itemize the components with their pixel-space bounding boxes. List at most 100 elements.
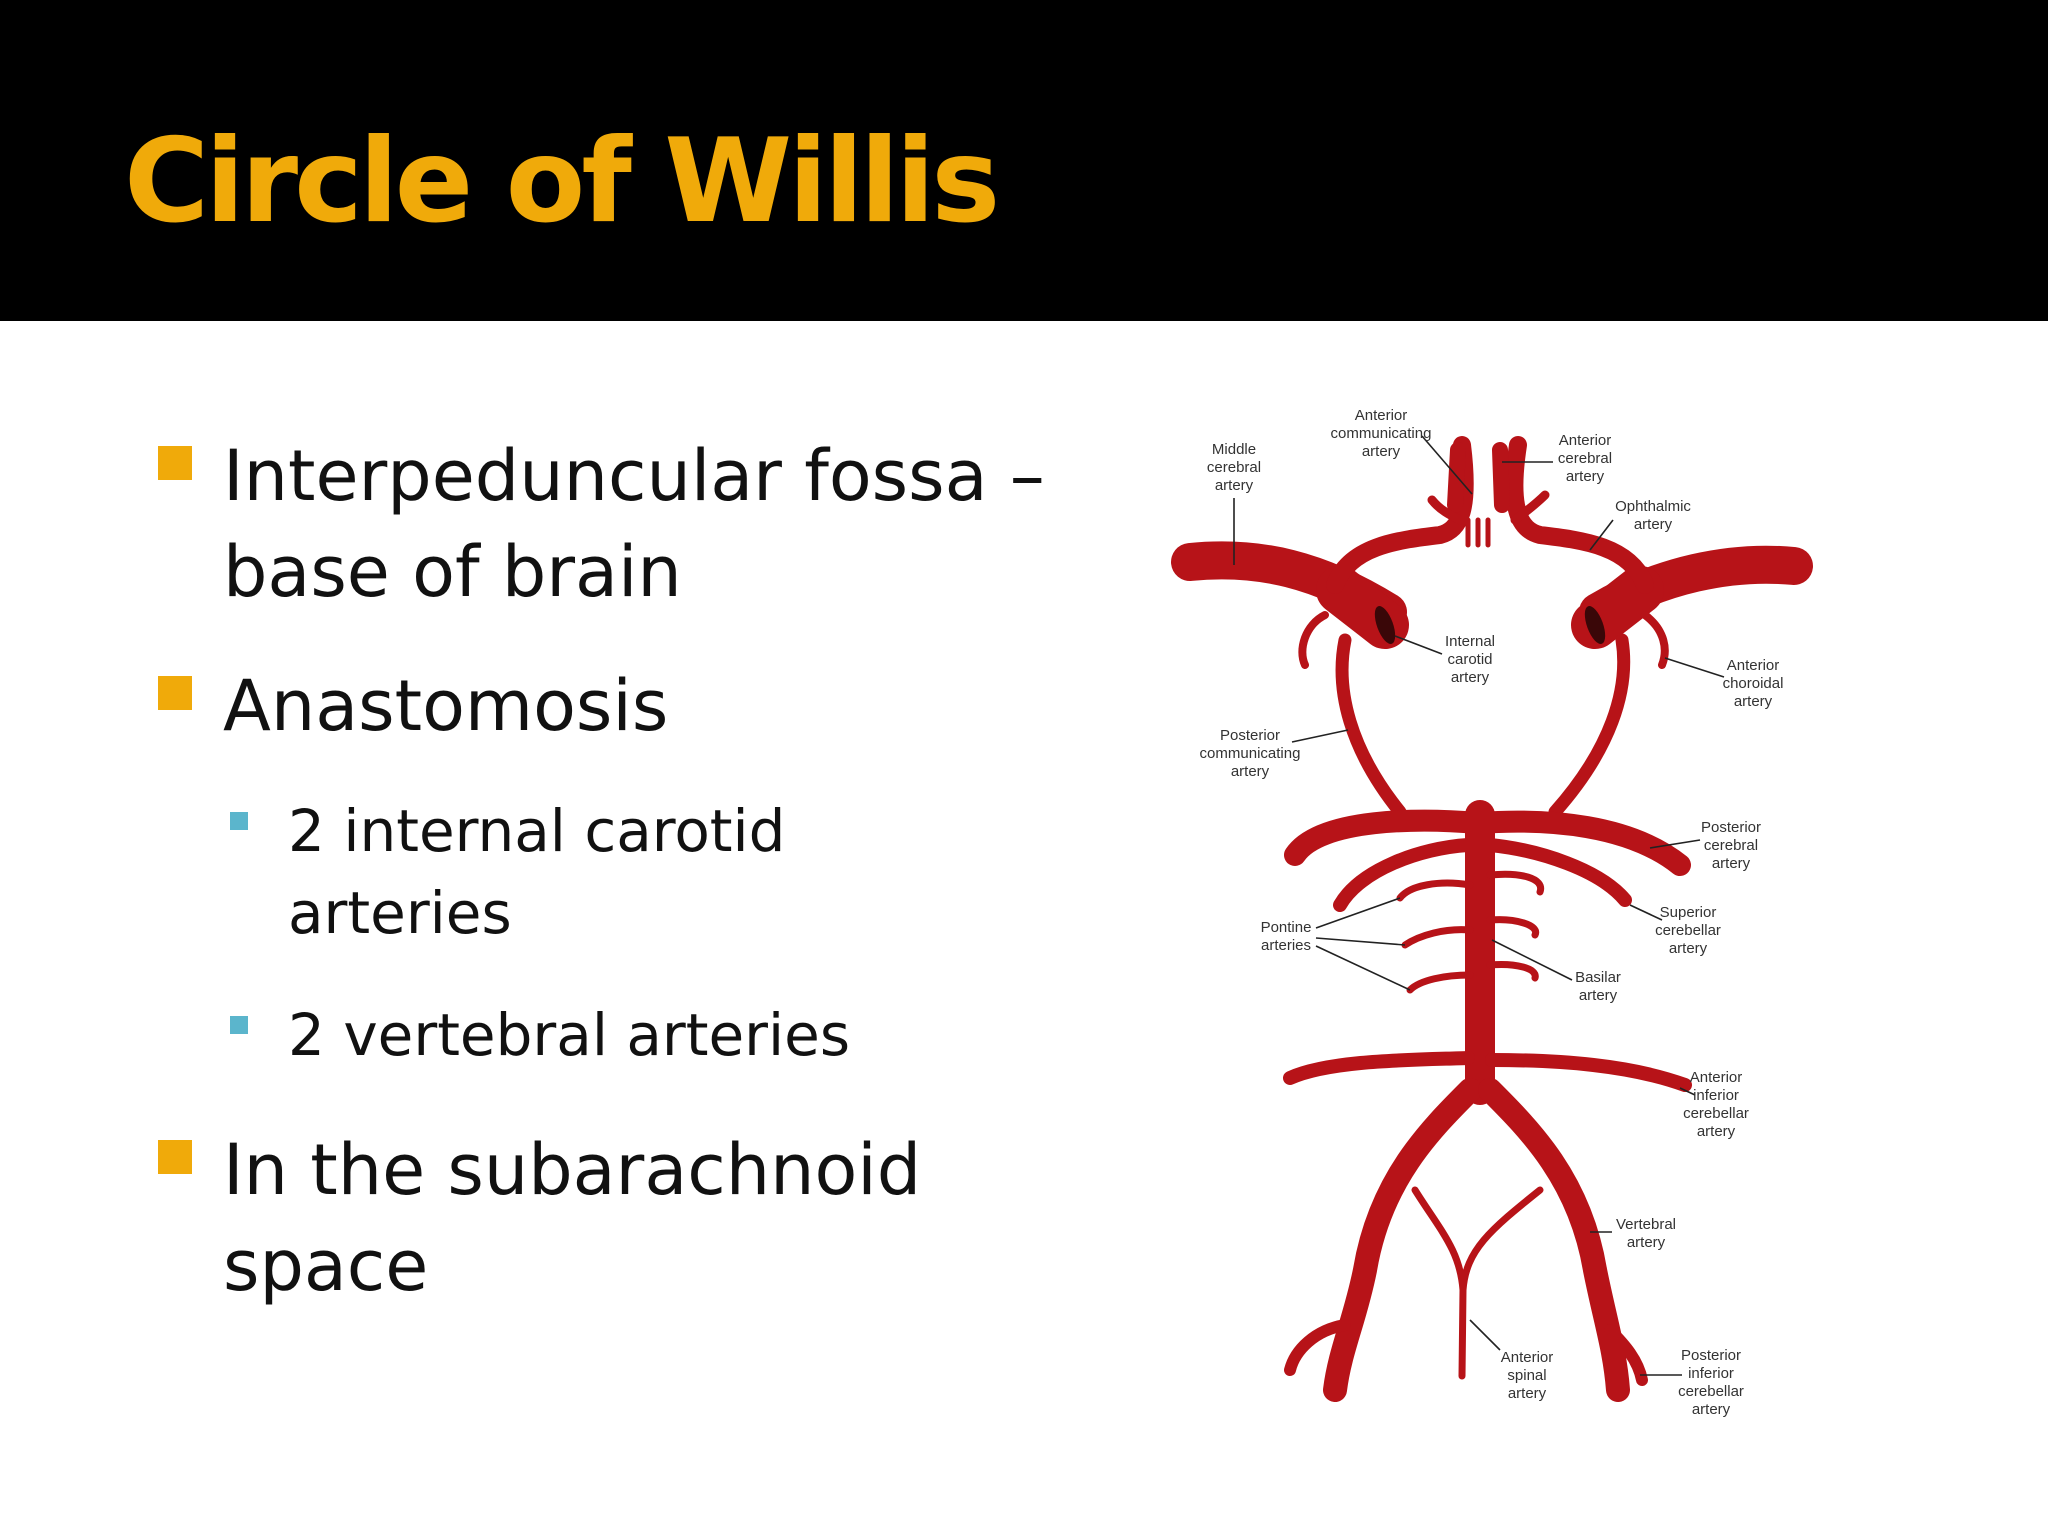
bullet-marker	[158, 1140, 192, 1174]
bullet-line: Interpeduncular fossa –	[223, 435, 1045, 517]
bullet-line: In the subarachnoid	[223, 1129, 922, 1211]
label-line: Anterior	[1355, 407, 1408, 424]
label-line: artery	[1712, 855, 1751, 872]
bullet-line: base of brain	[223, 531, 682, 613]
label-line: Anterior	[1559, 432, 1612, 449]
label-line: artery	[1566, 468, 1605, 485]
posterior-communicating-right	[1548, 633, 1631, 819]
label-line: Posterior	[1220, 727, 1280, 744]
vertebral-artery-right	[1478, 1078, 1630, 1402]
internal-carotid-stump-right	[1571, 566, 1664, 649]
label-line: Anterior	[1690, 1069, 1743, 1086]
pontine-right	[1486, 870, 1545, 982]
anterior-choroidal-left	[1298, 611, 1329, 669]
bullet-item: Interpeduncular fossa – base of brain	[223, 428, 1045, 620]
label-line: inferior	[1688, 1365, 1734, 1382]
superior-cerebellar-left	[1333, 838, 1475, 912]
label-line: carotid	[1447, 651, 1492, 668]
label-line: cerebral	[1207, 459, 1261, 476]
pca-leader	[1649, 839, 1701, 849]
pontine-leader	[1315, 897, 1411, 991]
label-line: artery	[1451, 669, 1490, 686]
anterior-spinal-artery	[1411, 1186, 1544, 1380]
label-line: communicating	[1200, 745, 1301, 762]
label-line: artery	[1579, 987, 1618, 1004]
label-line: Posterior	[1701, 819, 1761, 836]
label-line: Posterior	[1681, 1347, 1741, 1364]
label-line: artery	[1627, 1234, 1666, 1251]
bullet-marker	[158, 446, 192, 480]
aica-leader	[1679, 1087, 1696, 1096]
title-bar: Circle of Willis	[0, 0, 2048, 321]
bullet-item: In the subarachnoid space	[223, 1122, 921, 1314]
bullet-line: space	[223, 1225, 429, 1307]
posterior-cerebral-artery-left	[1284, 809, 1489, 866]
asa-leader	[1469, 1319, 1501, 1351]
label-line: artery	[1634, 516, 1673, 533]
label-line: artery	[1697, 1123, 1736, 1140]
label-line: artery	[1215, 477, 1254, 494]
posterior-cerebral-artery-right	[1467, 810, 1691, 876]
bullet-marker	[230, 1016, 248, 1034]
aica-right	[1485, 1053, 1692, 1092]
bullet-line: 2 internal carotid	[288, 797, 786, 865]
label-line: artery	[1231, 763, 1270, 780]
arteries	[1171, 436, 1813, 1402]
anterior-cerebral-artery-right	[1505, 436, 1654, 594]
basilar-leader	[1491, 939, 1573, 981]
vertebral-artery-left	[1323, 1078, 1482, 1402]
bullet-marker	[158, 676, 192, 710]
bullet-line: Anastomosis	[223, 665, 669, 747]
label-line: choroidal	[1723, 675, 1784, 692]
label-line: Internal	[1445, 633, 1495, 650]
label-line: artery	[1669, 940, 1708, 957]
label-line: Anterior	[1727, 657, 1780, 674]
label-line: cerebellar	[1678, 1383, 1744, 1400]
anterior-cerebral-distal-right	[1492, 442, 1510, 513]
ophthalmic-leader	[1589, 519, 1614, 551]
leader-lines	[1233, 435, 1725, 1376]
label-line: Pontine	[1261, 919, 1312, 936]
ica-lumen-left	[1374, 606, 1396, 644]
label-line: Vertebral	[1616, 1216, 1676, 1233]
ophthalmic-left	[1427, 495, 1465, 525]
pontine-left	[1396, 879, 1474, 994]
pica-left	[1284, 1319, 1351, 1376]
label-line: communicating	[1331, 425, 1432, 442]
anterior-choroidal-right	[1641, 611, 1669, 669]
pcom-leader	[1291, 729, 1349, 743]
slide-title: Circle of Willis	[124, 114, 1000, 249]
label-line: artery	[1508, 1385, 1547, 1402]
label-line: cerebral	[1558, 450, 1612, 467]
label-line: Anterior	[1501, 1349, 1554, 1366]
label-line: Ophthalmic	[1615, 498, 1691, 515]
ica-lumen-right	[1584, 606, 1606, 644]
label-line: cerebellar	[1655, 922, 1721, 939]
label-line: artery	[1362, 443, 1401, 460]
bullet-item: Anastomosis	[223, 658, 668, 754]
acom-leader	[1421, 435, 1473, 495]
bullet-item: 2 vertebral arteries	[288, 994, 850, 1076]
anterior-cerebral-distal-left	[1447, 442, 1466, 513]
superior-cerebellar-right	[1483, 838, 1632, 907]
aica-left	[1283, 1051, 1475, 1085]
bullet-line: 2 vertebral arteries	[288, 1001, 851, 1069]
label-line: spinal	[1507, 1367, 1546, 1384]
label-line: cerebellar	[1683, 1105, 1749, 1122]
